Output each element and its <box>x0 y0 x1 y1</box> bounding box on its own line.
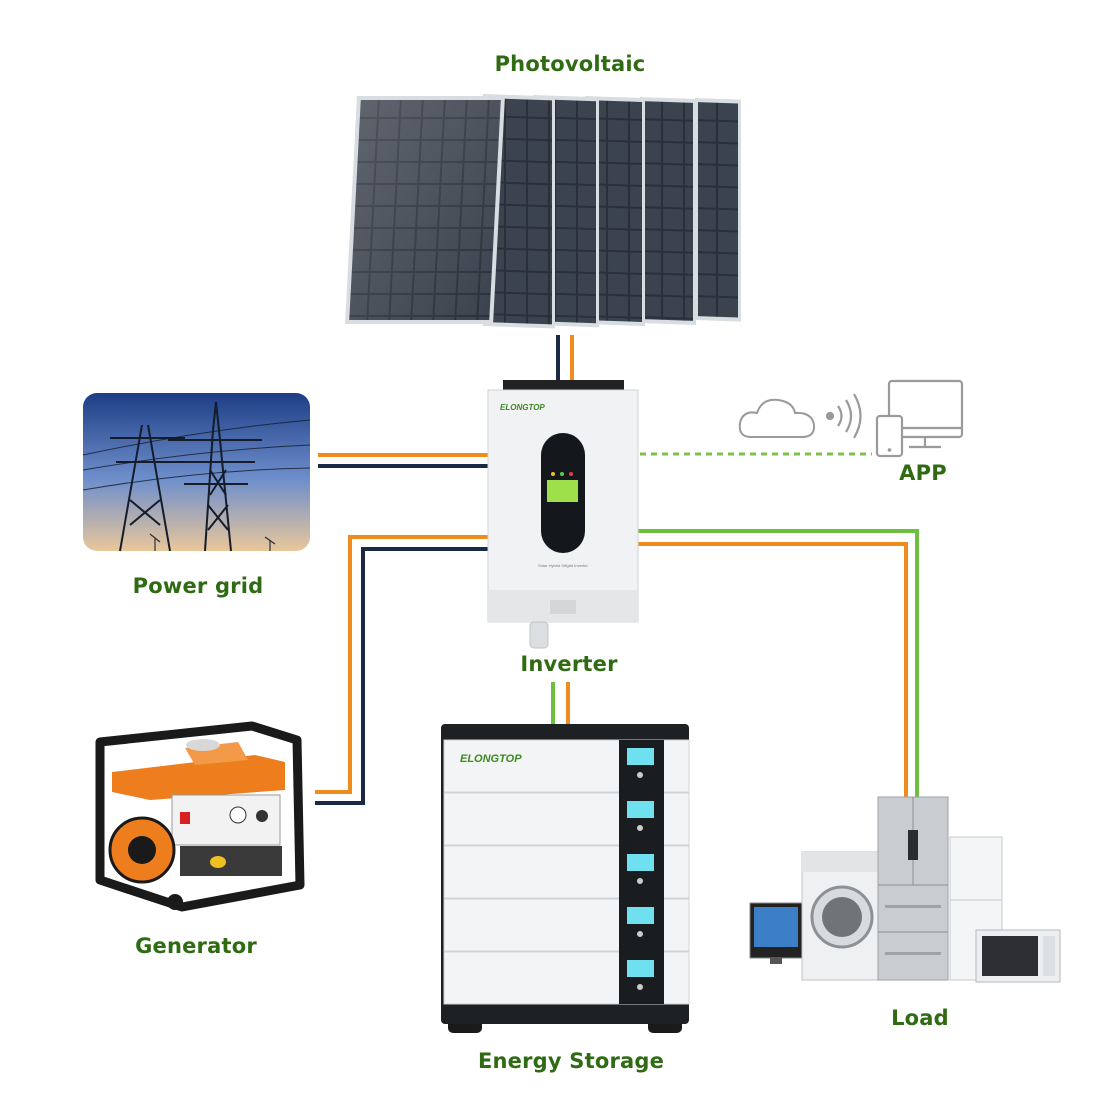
cable-inverter-to-battery <box>551 682 570 724</box>
generator-icon <box>95 721 305 912</box>
label-energy-storage: Energy Storage <box>477 1049 665 1073</box>
cable-grid-to-inverter <box>318 453 488 468</box>
battery-stack-icon: ELONGTOP <box>441 724 690 1033</box>
label-load: Load <box>891 1006 949 1030</box>
label-photovoltaic: Photovoltaic <box>494 52 646 76</box>
cable-inverter-to-load <box>638 529 919 800</box>
solar-panel-icon <box>345 94 741 329</box>
battery-brand-logo: ELONGTOP <box>460 753 522 765</box>
label-power-grid: Power grid <box>132 574 264 598</box>
inverter-icon: ELONGTOP Solar Hybrid Offgrid Inverter <box>487 380 639 649</box>
smartphone-icon <box>875 414 904 458</box>
transmission-tower-icon <box>82 393 311 552</box>
cloud-icon <box>738 398 816 438</box>
inverter-caption: Solar Hybrid Offgrid Inverter <box>538 563 588 568</box>
label-generator: Generator <box>135 934 257 958</box>
wireless-signal-icon <box>825 393 862 439</box>
label-app: APP <box>899 461 947 485</box>
label-inverter: Inverter <box>520 652 618 676</box>
cable-generator-to-inverter <box>315 535 488 805</box>
inverter-brand-logo: ELONGTOP <box>500 403 545 412</box>
appliances-icon <box>749 796 1061 983</box>
